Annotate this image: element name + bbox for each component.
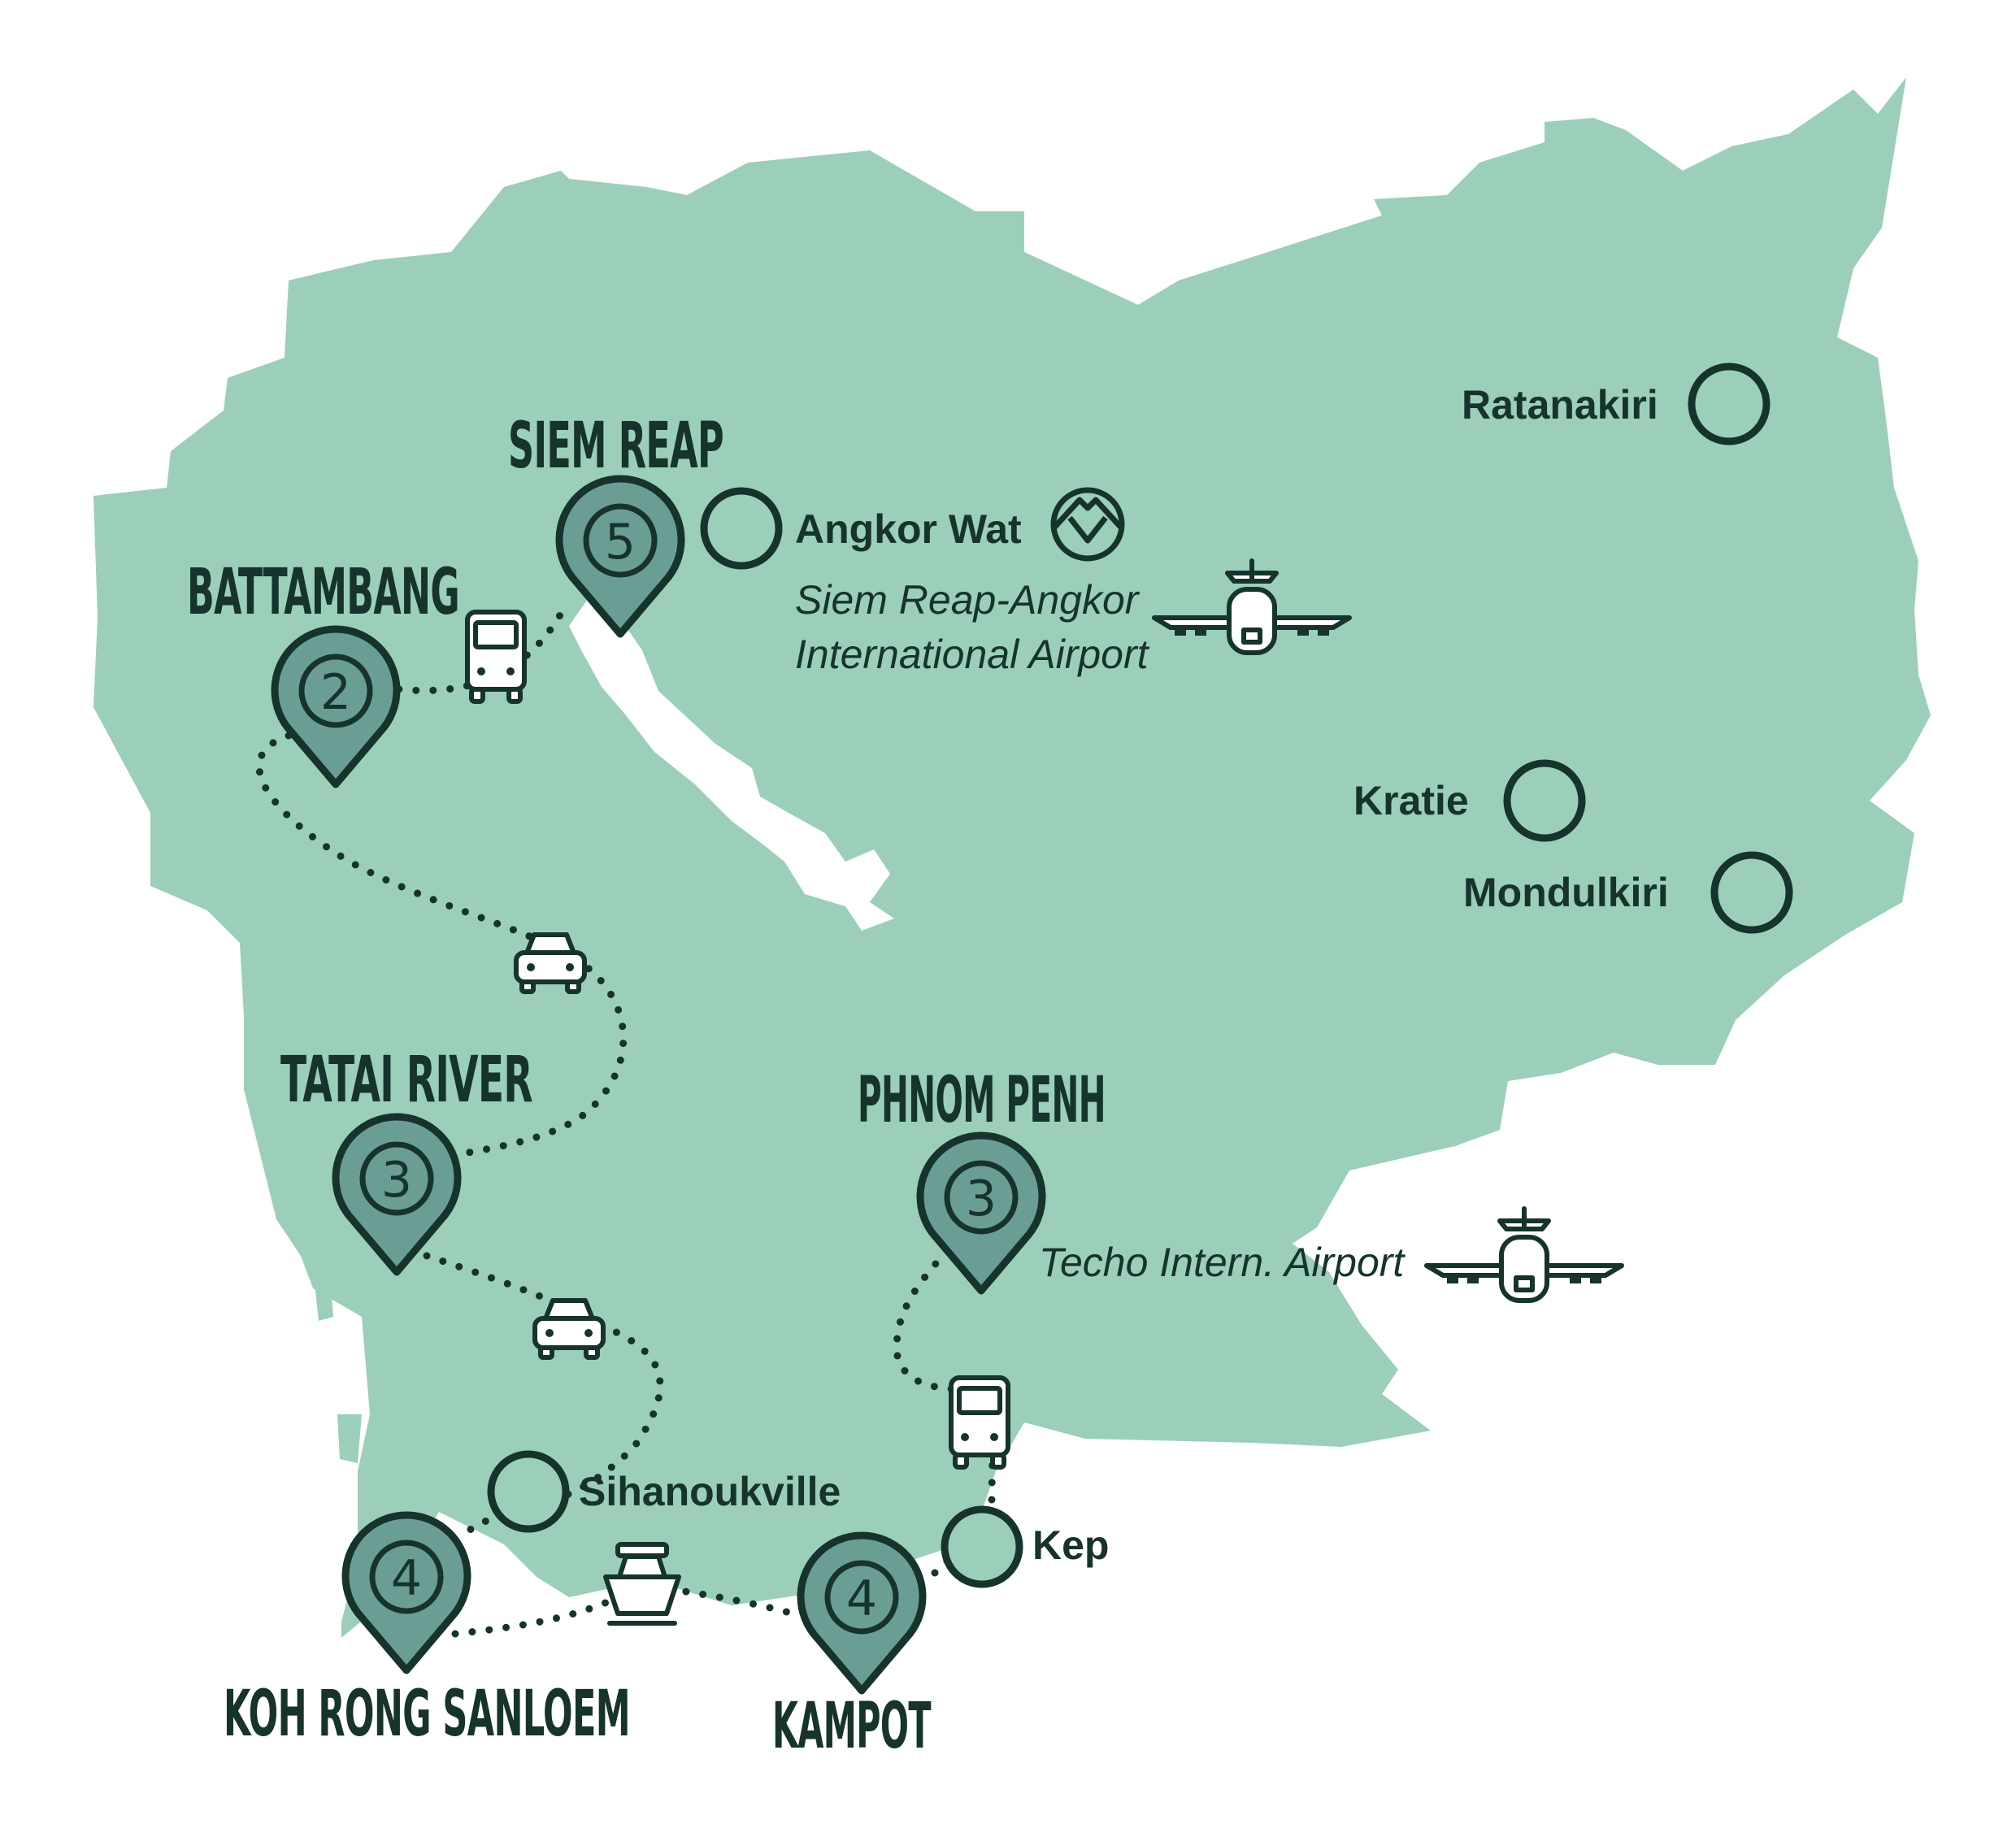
pin-kampot-nights: 4 bbox=[846, 1570, 877, 1627]
label-angkor-wat: Angkor Wat bbox=[795, 506, 1022, 552]
pin-koh-rong-sanloem: 4 bbox=[341, 1511, 471, 1674]
label-kep: Kep bbox=[1032, 1522, 1109, 1568]
pin-battambang: 2 bbox=[271, 625, 401, 788]
label-kampot: KAMPOT bbox=[772, 1690, 932, 1763]
label-siem-reap: SIEM REAP bbox=[508, 410, 723, 483]
airplane-icon bbox=[1152, 558, 1352, 655]
sihanoukville-marker bbox=[487, 1450, 570, 1533]
label-techo-airport: Techo Intern. Airport bbox=[1039, 1240, 1406, 1285]
label-phnom-penh: PHNOM PENH bbox=[858, 1064, 1106, 1137]
pin-tatai-river-nights: 3 bbox=[381, 1152, 412, 1209]
label-ratanakiri: Ratanakiri bbox=[1462, 382, 1658, 428]
kratie-marker bbox=[1503, 759, 1586, 842]
airplane-icon bbox=[1424, 1206, 1624, 1303]
label-tatai-river: TATAI RIVER bbox=[280, 1044, 532, 1117]
pin-siem-reap: 5 bbox=[555, 475, 685, 638]
route-battambang-tatai bbox=[255, 732, 628, 1158]
label-koh-rong-sanloem: KOH RONG SANLOEM bbox=[224, 1678, 630, 1751]
pin-koh-rong-sanloem-nights: 4 bbox=[391, 1550, 422, 1607]
angkor-wat-marker bbox=[700, 487, 783, 570]
pin-tatai-river: 3 bbox=[332, 1113, 462, 1276]
kep-marker bbox=[941, 1505, 1023, 1588]
label-mondulkiri: Mondulkiri bbox=[1463, 870, 1669, 915]
unesco-heritage-icon bbox=[1050, 487, 1125, 562]
pin-siem-reap-nights: 5 bbox=[605, 514, 636, 571]
pin-phnom-penh: 3 bbox=[916, 1131, 1046, 1295]
boat-icon bbox=[603, 1542, 681, 1626]
label-battambang: BATTAMBANG bbox=[187, 556, 459, 629]
route-tatai-sihanoukville bbox=[423, 1252, 664, 1500]
tonle-sap-lake bbox=[569, 585, 894, 931]
label-siem-reap-airport-line2: International Airport bbox=[795, 632, 1150, 677]
pin-kampot: 4 bbox=[797, 1531, 927, 1695]
bus-icon bbox=[949, 1375, 1010, 1470]
ratanakiri-marker bbox=[1688, 363, 1771, 445]
pin-phnom-penh-nights: 3 bbox=[966, 1170, 997, 1227]
label-sihanoukville: Sihanoukville bbox=[579, 1469, 841, 1514]
car-icon bbox=[532, 1298, 606, 1360]
label-kratie: Kratie bbox=[1353, 778, 1469, 823]
island bbox=[337, 1414, 362, 1463]
mondulkiri-marker bbox=[1710, 851, 1793, 934]
bus-icon bbox=[465, 610, 527, 704]
car-icon bbox=[514, 932, 587, 994]
pin-battambang-nights: 2 bbox=[320, 664, 351, 721]
island bbox=[313, 1264, 333, 1321]
label-siem-reap-airport-line1: Siem Reap-Angkor bbox=[795, 577, 1141, 623]
cambodia-land bbox=[93, 77, 1931, 1638]
